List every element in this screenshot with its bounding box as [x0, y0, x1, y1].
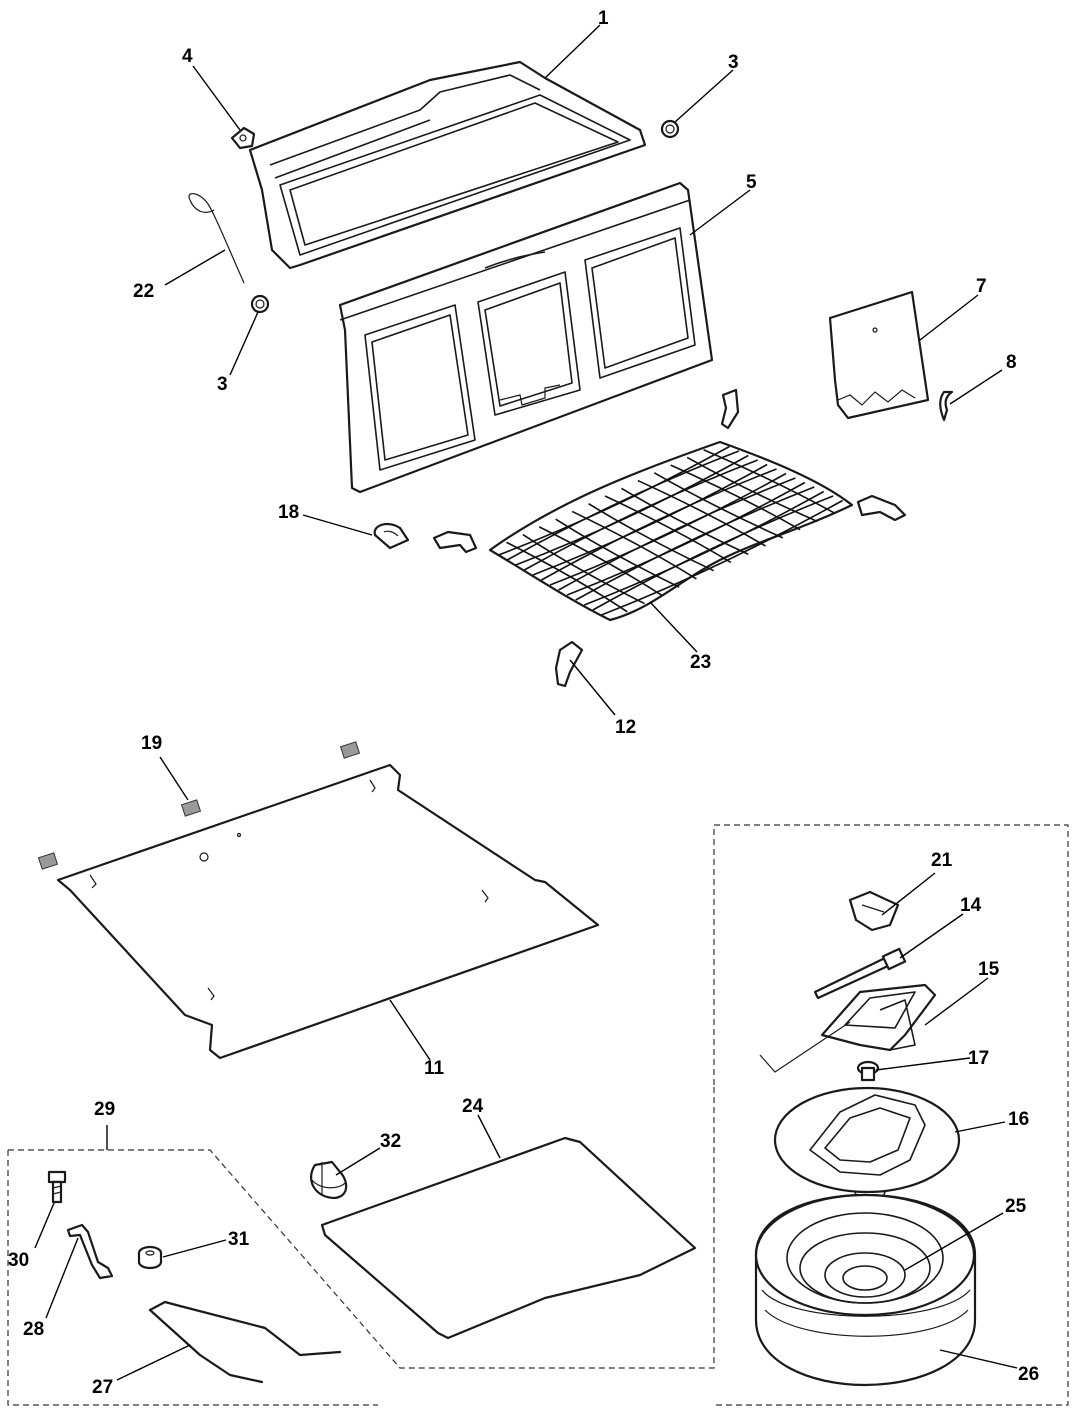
callout-22: 22	[133, 281, 154, 302]
part-17-knob	[856, 1060, 880, 1082]
part-1-parcel-shelf	[248, 60, 647, 270]
part-24-mat	[320, 1136, 697, 1340]
callout-labels: 1 3 4 5 22 3 7 8 18 23 12 19 11 21 14 15…	[8, 8, 1039, 1398]
callout-23: 23	[690, 652, 711, 673]
callout-1: 1	[598, 8, 609, 29]
callout-30: 30	[8, 1250, 29, 1271]
callout-18: 18	[278, 502, 299, 523]
part-26-spare-tire	[754, 1193, 977, 1387]
part-30-bolt	[47, 1170, 67, 1204]
part-31-bushing	[137, 1245, 163, 1270]
callout-7: 7	[976, 276, 987, 297]
part-18-clip	[373, 522, 410, 550]
part-27-rod	[148, 1300, 342, 1384]
callout-17: 17	[968, 1048, 989, 1069]
leader-lines	[34, 24, 1018, 1381]
part-12-hook	[554, 640, 584, 688]
part-15-jack	[759, 983, 937, 1073]
callout-31: 31	[228, 1229, 250, 1250]
callout-24: 24	[462, 1096, 484, 1117]
part-28-bracket	[66, 1223, 114, 1280]
part-3-grommet-upper	[660, 119, 680, 139]
part-11-floor-carpet	[56, 763, 600, 1060]
part-7-panel	[828, 290, 930, 420]
callout-15: 15	[978, 959, 1000, 980]
callout-29: 29	[94, 1099, 115, 1120]
part-8-hook	[939, 390, 954, 422]
part-21-bracket	[848, 890, 900, 932]
callout-19: 19	[141, 733, 162, 754]
part-32-clip	[309, 1160, 348, 1200]
callout-3-lower: 3	[217, 374, 228, 395]
callout-4: 4	[182, 46, 193, 67]
group-box-29	[8, 1085, 715, 1369]
part-19-pads	[37, 741, 361, 870]
part-14-wrench	[813, 947, 907, 1000]
callout-21: 21	[931, 850, 953, 871]
net-hook-right	[856, 494, 907, 522]
net-hook-left	[432, 530, 478, 554]
callout-27: 27	[92, 1377, 113, 1398]
part-22-cord	[188, 193, 245, 284]
group-box-spare	[713, 824, 1069, 1406]
callout-8: 8	[1006, 352, 1017, 373]
part-23-cargo-net	[488, 440, 854, 622]
part-3-grommet-lower	[250, 294, 270, 314]
net-hook-upper	[720, 388, 740, 430]
part-5-rear-panel	[338, 181, 714, 494]
callout-12: 12	[615, 717, 636, 738]
callout-28: 28	[23, 1319, 44, 1340]
callout-14: 14	[960, 895, 982, 916]
callout-26: 26	[1018, 1364, 1039, 1385]
part-25-spare-wheel	[799, 1232, 931, 1304]
callout-25: 25	[1005, 1196, 1027, 1217]
callout-3-upper: 3	[728, 52, 739, 73]
part-16-jack-tray	[773, 1086, 961, 1206]
callout-16: 16	[1008, 1109, 1029, 1130]
group-box-bottom-left	[7, 1150, 378, 1406]
callout-11: 11	[424, 1058, 445, 1079]
callout-5: 5	[746, 172, 757, 193]
callout-32: 32	[380, 1131, 401, 1152]
part-4-clip	[230, 126, 256, 150]
